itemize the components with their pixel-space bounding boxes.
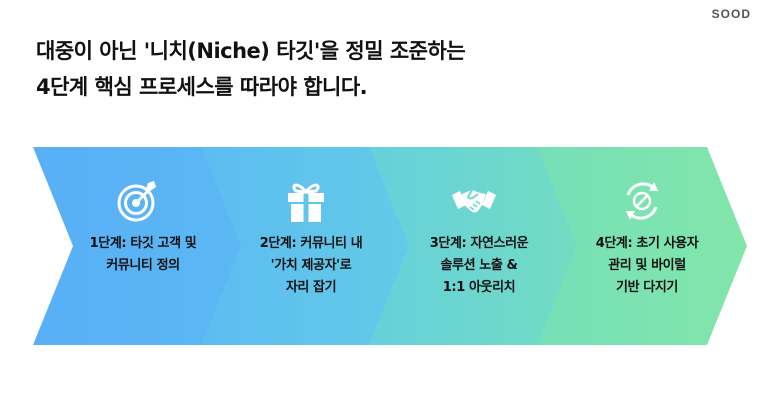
handshake-icon	[450, 177, 498, 225]
step-1-label-line-1: 1단계: 타깃 고객 및	[89, 236, 197, 251]
step-1-label-line-2: 커뮤니티 정의	[106, 258, 180, 273]
step-4-label-line-1: 4단계: 초기 사용자	[595, 236, 699, 251]
step-4-label: 4단계: 초기 사용자 관리 및 바이럴 기반 다지기	[567, 233, 727, 299]
step-3-label-line-1: 3단계: 자연스러운	[429, 236, 529, 251]
title-line-2: 4단계 핵심 프로세스를 따라야 합니다.	[36, 75, 368, 99]
step-4-label-line-2: 관리 및 바이럴	[608, 258, 686, 273]
refresh-cycle-icon	[618, 177, 666, 225]
title-line-1: 대중이 아닌 '니치(Niche) 타깃'을 정밀 조준하는	[36, 39, 466, 63]
step-3-label-line-3: 1:1 아웃리치	[442, 280, 516, 295]
step-2-chevron: 2단계: 커뮤니티 내 '가치 제공자'로 자리 잡기	[201, 147, 411, 345]
step-1-label: 1단계: 타깃 고객 및 커뮤니티 정의	[63, 233, 223, 277]
step-3-chevron: 3단계: 자연스러운 솔루션 노출 & 1:1 아웃리치	[369, 147, 579, 345]
step-2-label-line-1: 2단계: 커뮤니티 내	[259, 236, 363, 251]
step-1-chevron: 1단계: 타깃 고객 및 커뮤니티 정의	[33, 147, 243, 345]
brand-logo: SOOD	[711, 7, 751, 21]
step-4-label-line-3: 기반 다지기	[616, 280, 678, 295]
step-2-label-line-2: '가치 제공자'로	[270, 258, 352, 273]
page-title: 대중이 아닌 '니치(Niche) 타깃'을 정밀 조준하는 4단계 핵심 프로…	[36, 33, 466, 105]
target-icon	[114, 177, 162, 225]
step-3-label: 3단계: 자연스러운 솔루션 노출 & 1:1 아웃리치	[399, 233, 559, 299]
step-4-chevron: 4단계: 초기 사용자 관리 및 바이럴 기반 다지기	[537, 147, 747, 345]
gift-icon	[282, 177, 330, 225]
step-2-label-line-3: 자리 잡기	[285, 280, 337, 295]
step-3-label-line-2: 솔루션 노출 &	[440, 258, 518, 273]
step-2-label: 2단계: 커뮤니티 내 '가치 제공자'로 자리 잡기	[231, 233, 391, 299]
